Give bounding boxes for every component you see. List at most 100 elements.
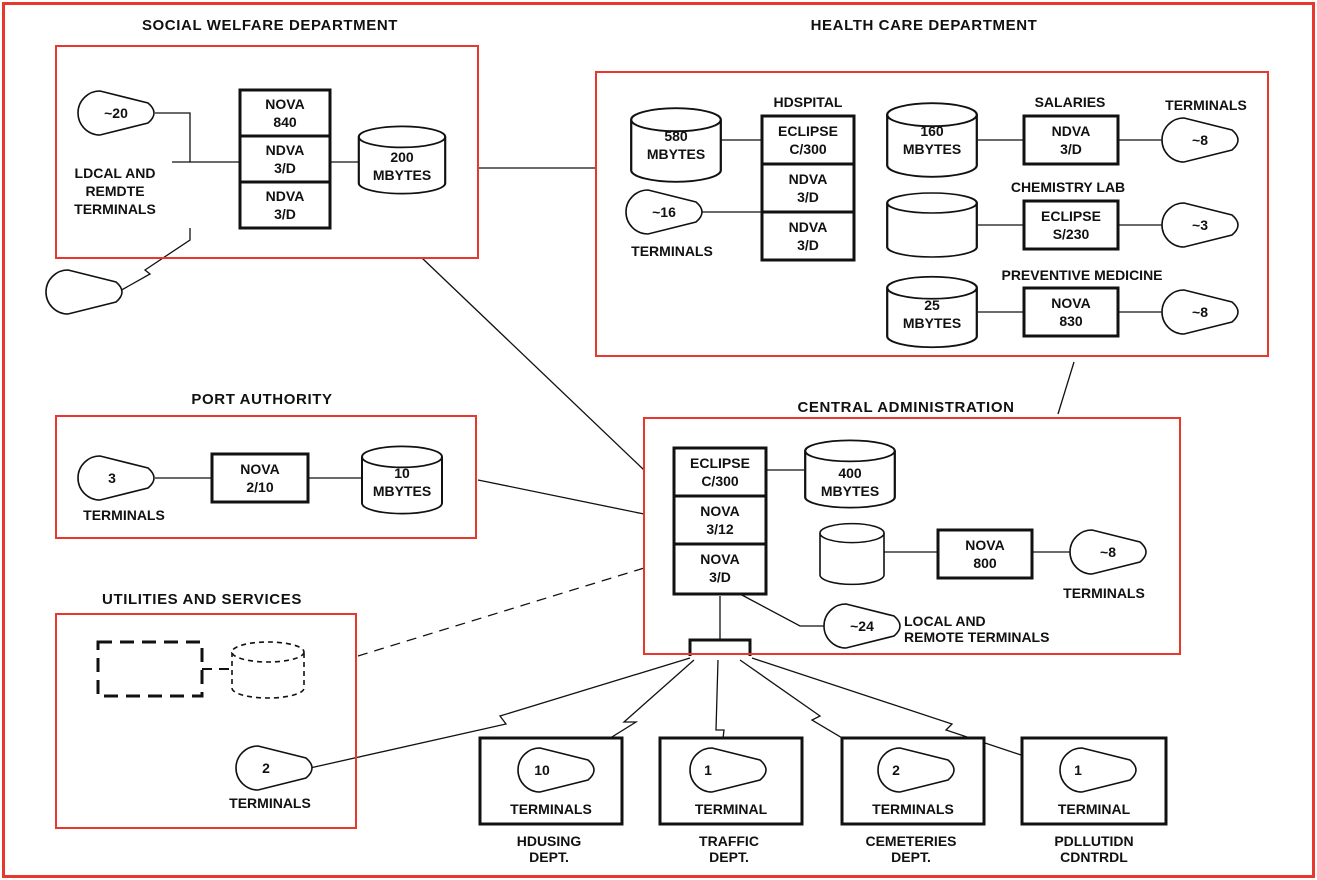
social-terminal-icon: ~20 bbox=[77, 90, 155, 136]
central-nova800-box bbox=[936, 528, 1034, 580]
social-nova3d-a-l1: NDVA bbox=[266, 142, 305, 158]
central-term24-label-1: LOCAL AND bbox=[904, 613, 986, 629]
utilities-remote-link bbox=[309, 657, 691, 769]
prev-term-count: ~8 bbox=[1192, 304, 1208, 320]
chem-label: CHEMISTRY LAB bbox=[1011, 179, 1125, 195]
hospital-nova3d-b-l2: 3/D bbox=[797, 237, 819, 253]
port-cpu-box bbox=[210, 452, 310, 504]
hospital-eclipse-l2: C/300 bbox=[789, 141, 827, 157]
housing-terminal-icon: 10 bbox=[517, 747, 595, 793]
hospital-disk-l1: 580 bbox=[664, 128, 688, 144]
cemeteries-term-label: TERMINALS bbox=[872, 801, 954, 817]
central-nova312-box bbox=[672, 494, 768, 546]
health-care-title: HEALTH CARE DEPARTMENT bbox=[811, 17, 1038, 34]
central-administration: CENTRAL ADMINISTRATION ECLIPSE C/300 NOV… bbox=[643, 399, 1181, 655]
central-nova800-l2: 800 bbox=[973, 555, 997, 571]
central-term24-count: ~24 bbox=[850, 618, 874, 634]
pollution-term-label: TERMINAL bbox=[1058, 801, 1131, 817]
central-disk-l1: 400 bbox=[838, 465, 862, 481]
port-term-count: 3 bbox=[108, 470, 116, 486]
utilities-dashed-disk bbox=[231, 641, 305, 699]
social-nova840-box bbox=[238, 88, 332, 138]
salaries-label: SALARIES bbox=[1035, 94, 1106, 110]
cemeteries-count: 2 bbox=[892, 762, 900, 778]
port-authority-title: PORT AUTHORITY bbox=[191, 391, 332, 408]
utilities-and-services: UTILITIES AND SERVICES 2 TERMINALS bbox=[55, 591, 357, 829]
hospital-nova3d-a-l1: NDVA bbox=[789, 171, 828, 187]
port-term-label: TERMINALS bbox=[83, 507, 165, 523]
hospital-nova3d-b-l1: NDVA bbox=[789, 219, 828, 235]
social-remote-line bbox=[117, 228, 191, 293]
chem-cpu-box bbox=[1022, 199, 1120, 251]
social-disk-icon: 200 MBYTES bbox=[357, 125, 447, 195]
cemeteries-dept: 2 TERMINALS CEMETERIES DEPT. bbox=[840, 736, 986, 865]
cemeteries-dept-l2: DEPT. bbox=[891, 849, 931, 865]
social-welfare-border bbox=[55, 45, 479, 259]
health-care-border bbox=[595, 71, 1269, 357]
pollution-dept-l1: PDLLUTIDN bbox=[1054, 833, 1133, 849]
utilities-central-link bbox=[357, 567, 645, 657]
port-disk-icon: 10 MBYTES bbox=[361, 445, 443, 515]
social-nova840-l1: NOVA bbox=[265, 96, 304, 112]
housing-dept-l1: HDUSING bbox=[517, 833, 582, 849]
traffic-terminal-icon: 1 bbox=[689, 747, 767, 793]
prev-disk-l2: MBYTES bbox=[903, 315, 961, 331]
pollution-count: 1 bbox=[1074, 762, 1082, 778]
social-nova3d-a-box bbox=[238, 134, 332, 184]
social-remote-terminal-icon bbox=[45, 269, 123, 315]
pollution-control-dept: 1 TERMINAL PDLLUTIDN CDNTRDL bbox=[1020, 736, 1168, 865]
social-welfare-department: SOCIAL WELFARE DEPARTMENT ~20 LDCAL AND … bbox=[45, 17, 479, 315]
chem-cpu-l1: ECLIPSE bbox=[1041, 208, 1101, 224]
salaries-term-label: TERMINALS bbox=[1165, 97, 1247, 113]
housing-term-label: TERMINALS bbox=[510, 801, 592, 817]
traffic-dept-l1: TRAFFIC bbox=[699, 833, 759, 849]
port-terminal-icon: 3 bbox=[77, 455, 155, 501]
housing-count: 10 bbox=[534, 762, 550, 778]
central-disk-l2: MBYTES bbox=[821, 483, 879, 499]
central-bus bbox=[688, 638, 752, 656]
prev-disk-l1: 25 bbox=[924, 297, 940, 313]
housing-dept: 10 TERMINALS HDUSING DEPT. bbox=[478, 736, 624, 865]
prev-cpu-l2: 830 bbox=[1059, 313, 1083, 329]
pollution-terminal-icon: 1 bbox=[1059, 747, 1137, 793]
hospital-disk-l2: MBYTES bbox=[647, 146, 705, 162]
cemeteries-dept-l1: CEMETERIES bbox=[865, 833, 956, 849]
traffic-term-label: TERMINAL bbox=[695, 801, 768, 817]
central-nova3d-box bbox=[672, 542, 768, 596]
central-eclipse-l1: ECLIPSE bbox=[690, 455, 750, 471]
hospital-nova3d-a-l2: 3/D bbox=[797, 189, 819, 205]
salaries-terminal-icon: ~8 bbox=[1161, 117, 1239, 163]
salaries-disk-l1: 160 bbox=[920, 123, 944, 139]
central-nova3d-l1: NOVA bbox=[700, 551, 739, 567]
hospital-term-label: TERMINALS bbox=[631, 243, 713, 259]
utilities-border bbox=[55, 613, 357, 829]
social-nova3d-b-l1: NDVA bbox=[266, 188, 305, 204]
central-term8-icon: ~8 bbox=[1069, 529, 1147, 575]
social-nova3d-b-box bbox=[238, 180, 332, 230]
pollution-remote-link bbox=[751, 657, 1061, 769]
salaries-cpu-box bbox=[1022, 114, 1120, 166]
social-disk-l2: MBYTES bbox=[373, 167, 431, 183]
social-term-label-1: LDCAL AND bbox=[75, 165, 156, 181]
traffic-dept-l2: DEPT. bbox=[709, 849, 749, 865]
traffic-dept: 1 TERMINAL TRAFFIC DEPT. bbox=[658, 736, 804, 865]
port-authority-border bbox=[55, 415, 477, 539]
central-term24-line bbox=[739, 593, 826, 627]
salaries-term-count: ~8 bbox=[1192, 132, 1208, 148]
social-nova840-l2: 840 bbox=[273, 114, 297, 130]
chem-cpu-l2: S/230 bbox=[1053, 226, 1090, 242]
utilities-title: UTILITIES AND SERVICES bbox=[102, 591, 302, 608]
chem-term-count: ~3 bbox=[1192, 217, 1208, 233]
port-disk-l2: MBYTES bbox=[373, 483, 431, 499]
hospital-label: HDSPITAL bbox=[774, 94, 843, 110]
central-term24-icon: ~24 bbox=[823, 603, 901, 649]
port-cpu-l2: 2/10 bbox=[246, 479, 273, 495]
prev-terminal-icon: ~8 bbox=[1161, 289, 1239, 335]
salaries-disk-icon: 160 MBYTES bbox=[886, 102, 978, 178]
central-nova312-l1: NOVA bbox=[700, 503, 739, 519]
connections bbox=[117, 112, 1162, 771]
social-central-link bbox=[421, 257, 645, 471]
hospital-terminal-icon: ~16 bbox=[625, 189, 703, 235]
central-nova3d-l2: 3/D bbox=[709, 569, 731, 585]
